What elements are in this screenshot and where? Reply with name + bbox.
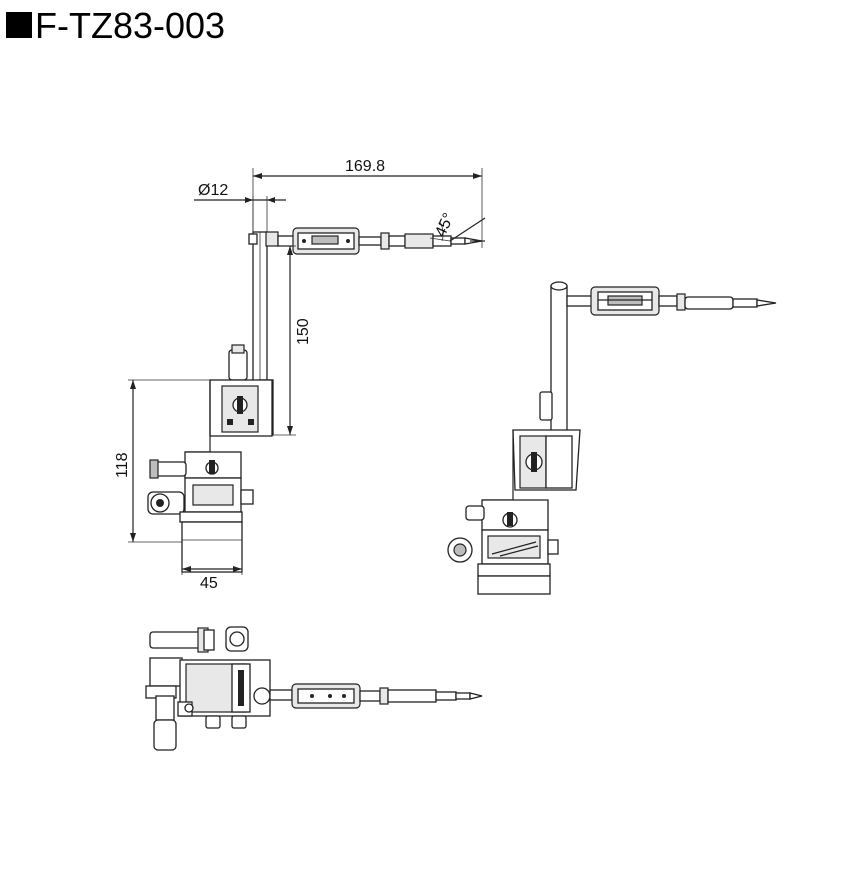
dim-total-length: 169.8	[345, 158, 385, 175]
model-number: F-TZ83-003	[35, 5, 226, 46]
dim-base-width: 45	[200, 575, 218, 592]
page-title: F-TZ83-003	[6, 4, 225, 48]
front-view	[128, 168, 486, 575]
dim-stage-height: 118	[114, 452, 131, 478]
dim-tip-angle: 45°	[432, 211, 458, 240]
isometric-view	[447, 281, 777, 595]
top-view	[145, 626, 483, 751]
dim-rod-diameter: Ø12	[198, 182, 228, 199]
title-bullet	[6, 12, 32, 38]
dim-vertical-height: 150	[295, 318, 312, 345]
